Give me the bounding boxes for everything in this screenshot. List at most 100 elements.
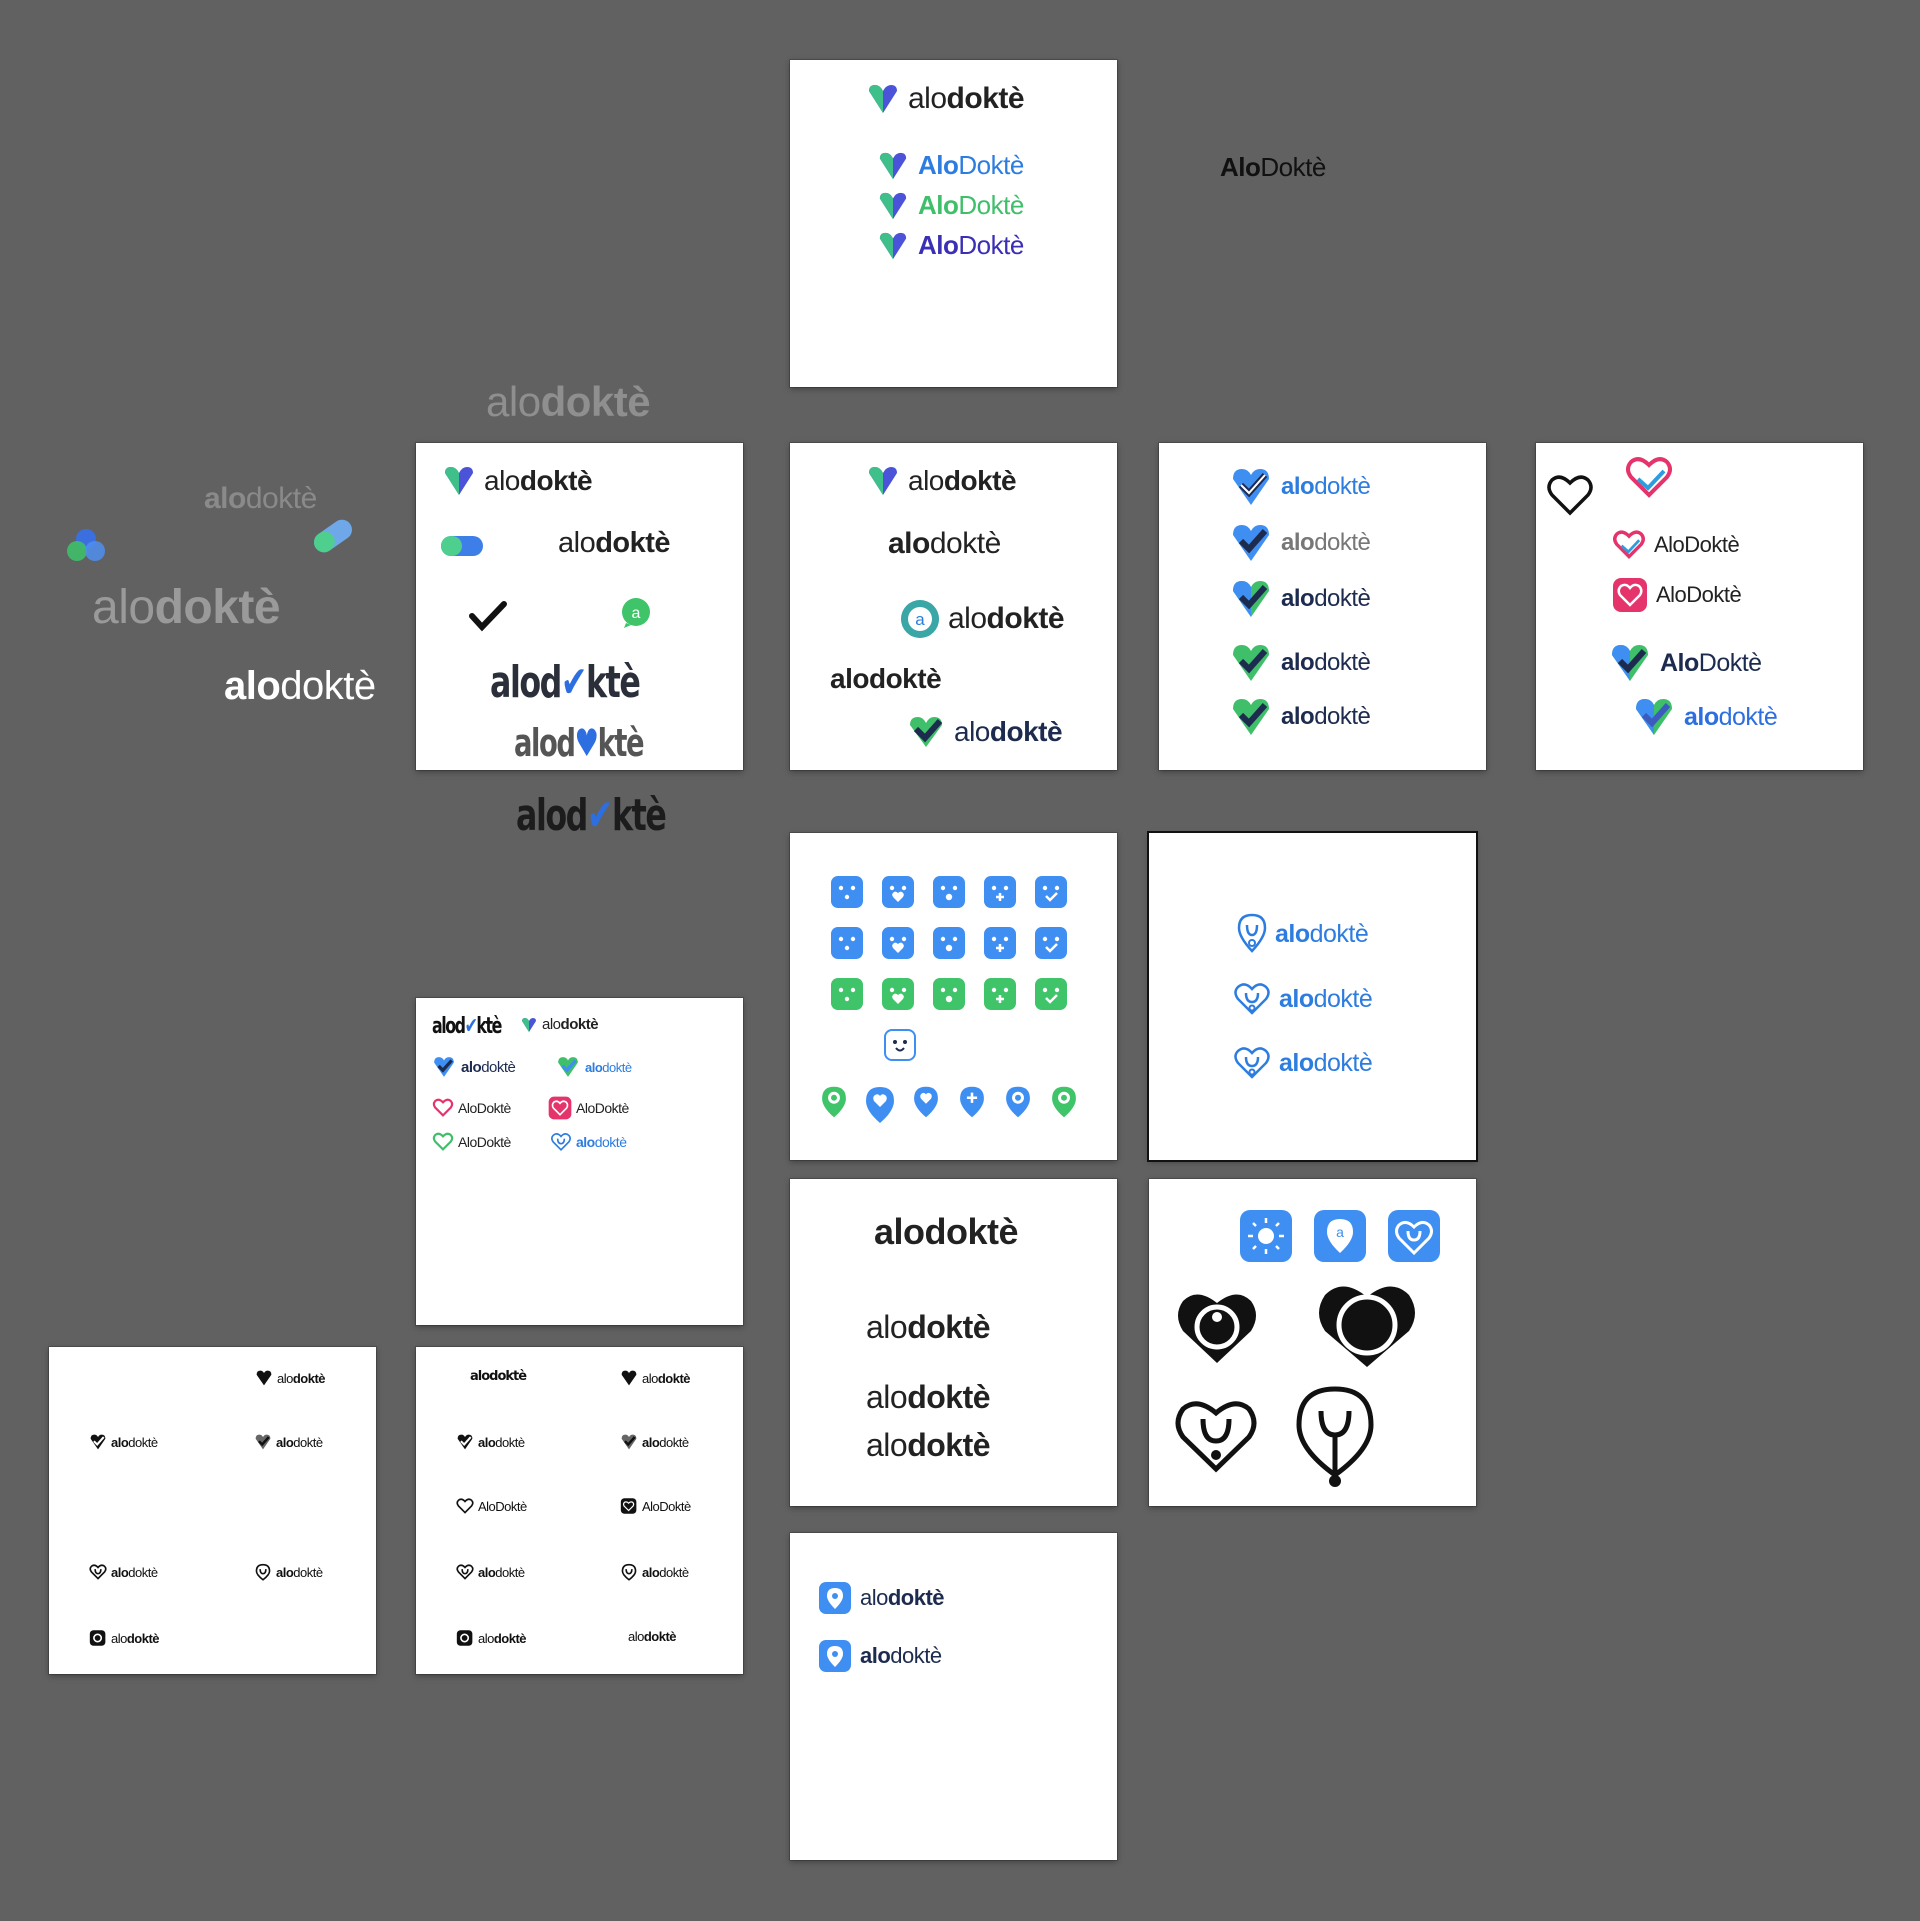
- pin-app-icon: a: [1313, 1209, 1367, 1263]
- heart-outline-icon: [432, 1132, 454, 1151]
- logo-alodokte-green: AloDoktè: [876, 190, 1024, 221]
- logo-heart-v-alodokte: alodoktè: [866, 465, 1017, 497]
- stethoscope-pin-icon: [1237, 913, 1267, 953]
- artboard-mono-a: alodoktè alodoktè alodoktè alodoktè alodoktè…: [49, 1347, 376, 1674]
- artboard-black-icons: a: [1149, 1179, 1476, 1506]
- heart-icon: [620, 1497, 638, 1515]
- dice-icon: [881, 977, 915, 1011]
- logo-check-heart-green: alodoktè: [1229, 643, 1371, 683]
- mono-logo: alodoktè: [89, 1433, 158, 1451]
- map-pin-icon: [910, 1085, 942, 1125]
- dice-icon: [1034, 977, 1068, 1011]
- dice-icon: [881, 926, 915, 960]
- stethoscope-heart-outline-icon: [1173, 1395, 1259, 1475]
- dice-icon: [932, 875, 966, 909]
- dice-icon: [1034, 875, 1068, 909]
- artboard-heart-variants: AloDoktè AloDoktè AloDoktè alodoktè: [1536, 443, 1863, 770]
- svg-text:a: a: [915, 610, 925, 629]
- check-heart-icon: [1233, 699, 1269, 735]
- dice-icon: [830, 977, 864, 1011]
- check-heart-icon: [1612, 645, 1648, 681]
- logo-alodokte-dot: alodoktè: [558, 527, 671, 559]
- stethoscope-pin-outline-icon: [1295, 1385, 1375, 1489]
- logo-stetho-heart-blue-2: alodoktè: [1233, 1045, 1373, 1081]
- dice-icon: [983, 875, 1017, 909]
- mono-logo: alodoktè: [255, 1369, 326, 1387]
- stetho-heart-app-icon: [1387, 1209, 1441, 1263]
- mono-logo: alodoktè: [620, 1563, 689, 1581]
- check-heart-icon: [1233, 469, 1269, 505]
- loose-wordmark-grey-small: alodoktè: [204, 482, 317, 515]
- loose-pill-icon-right: [310, 518, 356, 553]
- artboard-icon-grid: [790, 833, 1117, 1160]
- dice-outline-icon: [883, 1028, 917, 1062]
- logo-check-heart-green-2: alodoktè: [1229, 697, 1371, 737]
- loose-wordmark-white: alodoktè: [224, 664, 376, 708]
- check-heart-icon: [89, 1629, 107, 1647]
- chat-bubble-icon: a: [620, 597, 652, 629]
- logo-stetho-small: alodoktè: [550, 1132, 627, 1152]
- logo-check-heart-blue: alodoktè: [1229, 467, 1371, 507]
- mono-logo: alodoktè: [89, 1629, 160, 1647]
- artboard-explorations-a: alodoktè alodoktè a alod✔ktè alod♥ktè: [416, 443, 743, 770]
- mono-logo: alodoktè: [456, 1433, 525, 1451]
- mono-logo: alodoktè: [456, 1629, 527, 1647]
- artboard-small-logo-list: alod✔ktè alodoktè alodoktè alodoktè AloD…: [416, 998, 743, 1325]
- checkmark-icon: [469, 601, 507, 632]
- map-pin-icon: [1002, 1085, 1034, 1125]
- heart-outline-icon: [1546, 473, 1594, 517]
- mono-logo: alodoktè: [254, 1433, 323, 1451]
- heart-v-icon: [869, 85, 897, 113]
- mono-logo: alodoktè: [456, 1563, 525, 1581]
- logo-stetho-heart-blue: alodoktè: [1233, 981, 1373, 1017]
- logo-check-heart-alodokte: alodoktè: [906, 715, 1063, 749]
- artboard-check-heart: alodoktè alodoktè alodoktè alodoktè alod…: [1159, 443, 1486, 770]
- mono-logo: alodoktè: [620, 1433, 689, 1451]
- check-heart-icon: [254, 1433, 272, 1451]
- logo-app-pin-regular: alodoktè: [818, 1581, 945, 1615]
- heart-black-filled-icon: [1175, 1287, 1259, 1367]
- svg-text:a: a: [632, 605, 641, 622]
- map-pin-icon: [1048, 1085, 1080, 1125]
- logo-app-pin-bold: alodoktè: [818, 1639, 942, 1673]
- heart-check-pink-icon: [1624, 455, 1674, 501]
- check-heart-icon: [456, 1629, 474, 1647]
- logo-check-heart-grey: alodoktè: [1229, 523, 1371, 563]
- loose-wordmark-grey-mid: alodoktè: [92, 581, 281, 634]
- heart-v-icon: [869, 467, 897, 495]
- logo-heart-outline-pink: AloDoktè: [1612, 529, 1740, 561]
- svg-text:a: a: [1336, 1224, 1344, 1240]
- logo-alodokte-purple: AloDoktè: [876, 230, 1024, 261]
- logo-heart-v-small: alodoktè: [520, 1016, 599, 1033]
- heart-black-ring-icon: [1315, 1279, 1419, 1371]
- logo-heart-green-small: AloDoktè: [432, 1132, 511, 1152]
- mono-logo: AloDoktè: [456, 1497, 527, 1515]
- map-pin-icon: [819, 1582, 851, 1614]
- mono-logo: alodoktè: [89, 1563, 158, 1581]
- check-heart-icon: [1233, 581, 1269, 617]
- heart-v-icon: [879, 192, 907, 219]
- logo-heart-v-alodokte: alodoktè: [442, 465, 593, 497]
- logo-heart-outline-small: AloDoktè: [432, 1098, 511, 1118]
- stethoscope-heart-icon: [551, 1133, 571, 1151]
- dice-icon: [932, 977, 966, 1011]
- stethoscope-heart-icon: [1234, 983, 1270, 1015]
- dice-icon: [983, 926, 1017, 960]
- logo-check-heart-small-2: alodoktè: [556, 1056, 632, 1078]
- logo-heart-square-small: AloDoktè: [548, 1096, 629, 1120]
- check-heart-icon: [1636, 699, 1672, 735]
- mono-logo: alodoktè: [628, 1629, 677, 1644]
- artboard-app-icon-lockups: alodoktè alodoktè: [790, 1533, 1117, 1860]
- sun-heart-app-icon: [1239, 1209, 1293, 1263]
- logo-check-heart-navy-cap: AloDoktè: [1608, 643, 1762, 683]
- stethoscope-heart-icon: [89, 1563, 107, 1581]
- wordmark-regular-bold-2: alodoktè: [866, 1379, 991, 1415]
- loose-wordmark-top-right: AloDoktè: [1220, 152, 1326, 182]
- artboard-stethoscope-blue: alodoktè alodoktè alodoktè: [1149, 833, 1476, 1160]
- logo-stetho-pin-blue: alodoktè: [1237, 913, 1369, 955]
- heart-icon: [456, 1497, 474, 1515]
- logo-check-heart-blue-low: alodoktè: [1632, 697, 1778, 737]
- heart-square-icon: [1613, 578, 1647, 612]
- mono-logo: AloDoktè: [620, 1497, 691, 1515]
